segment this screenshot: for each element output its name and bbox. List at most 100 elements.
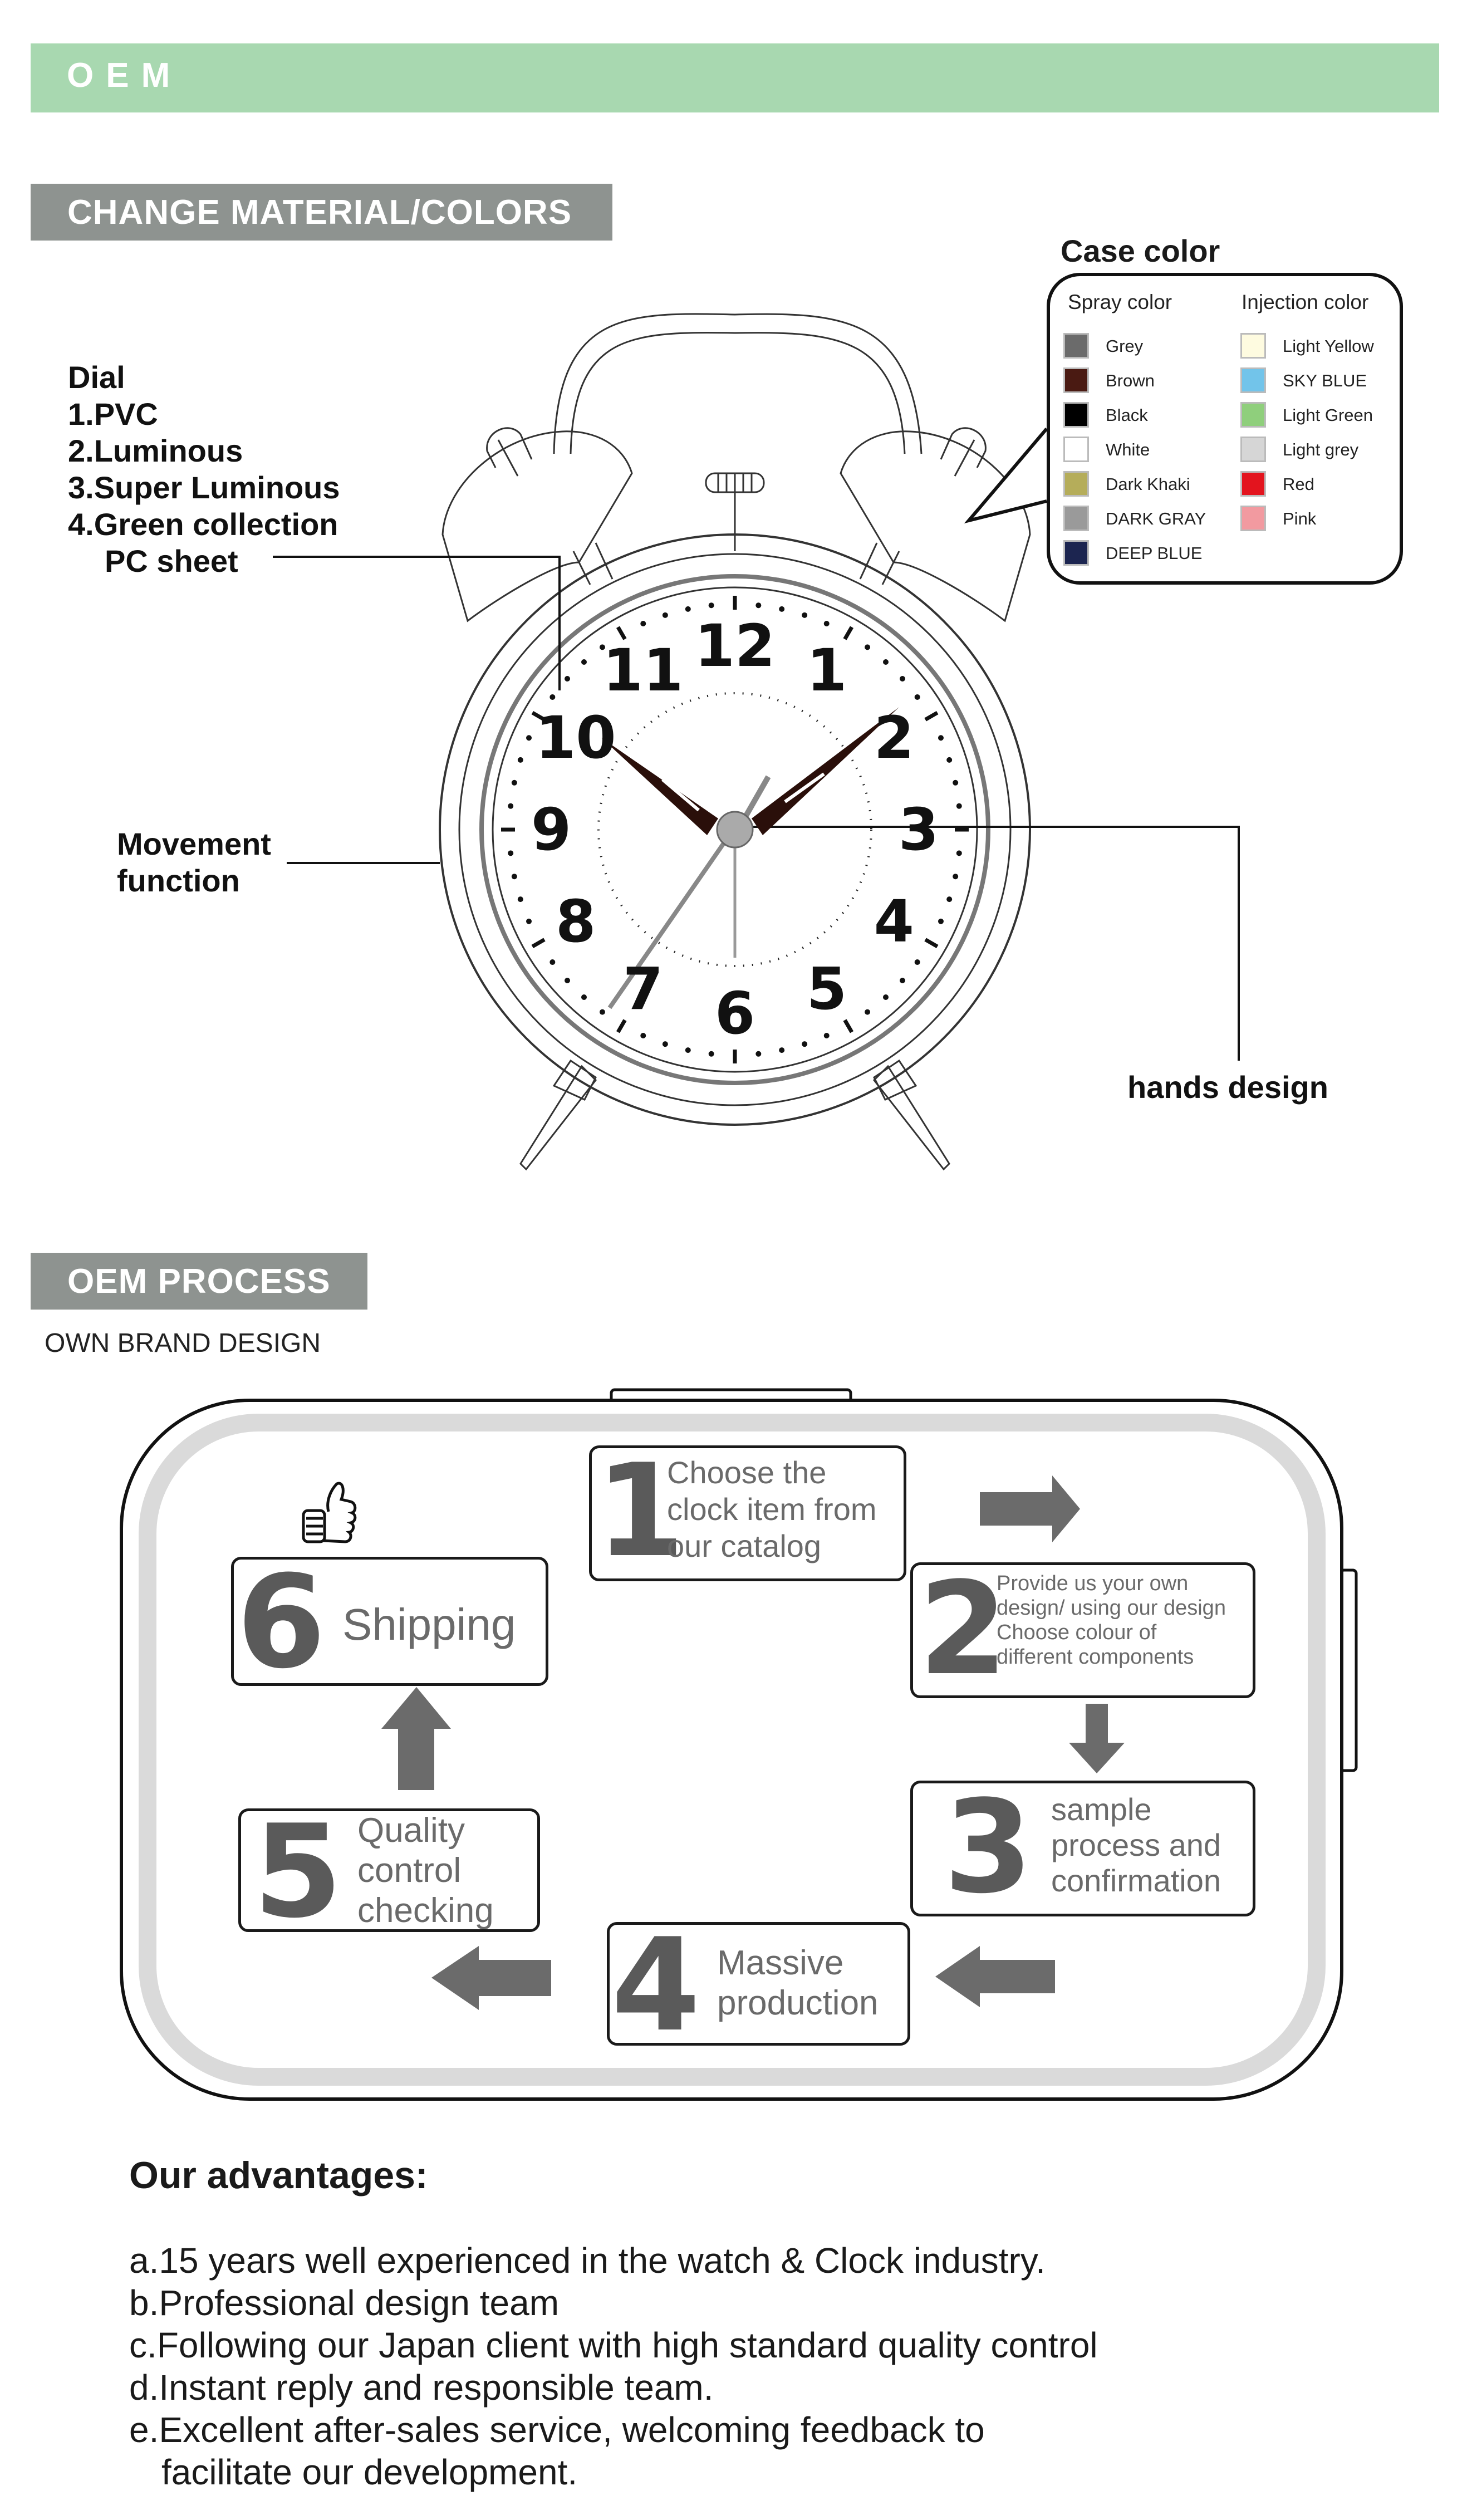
spray-color-label: DEEP BLUE (1106, 543, 1203, 563)
injection-color-swatch (1240, 402, 1266, 428)
step-3-line: confirmation (1051, 1863, 1221, 1898)
spray-color-label: White (1106, 440, 1150, 459)
step-6-text: Shipping (342, 1600, 516, 1649)
step-1-line: Choose the (667, 1455, 827, 1490)
minute-dot (685, 606, 691, 612)
minute-dot (956, 850, 962, 856)
dial-option-pc-sheet: PC sheet (105, 543, 238, 578)
minute-dot (508, 850, 514, 856)
step-1-number: 1 (596, 1437, 685, 1586)
step-2-number: 2 (919, 1555, 1008, 1704)
minute-dot (802, 1041, 808, 1047)
minute-dots (501, 596, 969, 1063)
injection-color-swatch (1240, 471, 1266, 497)
advantage-item: d.Instant reply and responsible team. (129, 2367, 714, 2408)
dial-option-luminous: 2.Luminous (68, 433, 243, 468)
numeral-3: 3 (898, 796, 939, 864)
spray-color-label: Dark Khaki (1106, 474, 1190, 494)
advantage-item: e.Excellent after-sales service, welcomi… (129, 2410, 985, 2450)
spray-color-swatch (1063, 540, 1089, 566)
numeral-11: 11 (602, 636, 684, 705)
process-step-5 (238, 1808, 540, 1932)
section-header-materials: CHANGE MATERIAL/COLORS (31, 184, 612, 241)
minute-dot (640, 1032, 646, 1038)
minute-dot (946, 896, 953, 903)
minute-dot (953, 874, 959, 880)
numeral-8: 8 (556, 888, 596, 955)
step-4-text: Massive production (717, 1943, 879, 2023)
spray-color-swatch (1063, 333, 1089, 359)
injection-color-swatch (1240, 437, 1266, 462)
movement-label-line2: function (117, 863, 240, 898)
step-4-line: production (717, 1984, 879, 2022)
minute-dot (565, 977, 571, 983)
minute-dot (899, 977, 905, 983)
hour-tick (924, 938, 939, 949)
hour-tick (531, 710, 546, 722)
header-title: OEM (67, 56, 183, 95)
minute-dot (508, 803, 514, 809)
minute-dot (511, 874, 517, 880)
minute-dot (823, 1032, 830, 1038)
numeral-4: 4 (874, 888, 914, 955)
movement-label-line1: Movement (117, 826, 271, 861)
step-4-number: 4 (611, 1911, 701, 2060)
step-2-line: different components (997, 1645, 1194, 1669)
injection-color-label: Light grey (1283, 440, 1359, 459)
section-header-oem-process: OEM PROCESS (31, 1253, 367, 1310)
process-step-2 (910, 1562, 1255, 1698)
advantage-item: a.15 years well experienced in the watch… (129, 2240, 1046, 2281)
minute-dot (779, 1047, 785, 1053)
step-3-line: sample (1051, 1792, 1152, 1827)
minute-dot (517, 896, 523, 903)
spray-color-label: Black (1106, 405, 1148, 425)
step-2-line: Provide us your own (997, 1572, 1189, 1595)
injection-color-label: Light Green (1283, 405, 1373, 425)
minute-dot (526, 918, 532, 924)
minute-dot (946, 757, 953, 763)
process-step-1 (589, 1445, 906, 1581)
dial-option-green-collection: 4.Green collection (68, 507, 338, 542)
advantages-title: Our advantages: (129, 2154, 428, 2197)
minute-dot (865, 1009, 871, 1015)
dial-option-super-luminous: 3.Super Luminous (68, 470, 340, 505)
process-step-6 (231, 1557, 548, 1686)
advantage-item: b.Professional design team (129, 2283, 559, 2323)
minute-dot (938, 735, 944, 741)
injection-color-label: Light Yellow (1283, 336, 1374, 356)
case-color-title: Case color (1061, 233, 1220, 268)
hands-design-label: hands design (1127, 1070, 1328, 1105)
injection-color-label: SKY BLUE (1283, 371, 1367, 390)
injection-color-swatch (1240, 506, 1266, 531)
clock-hands (601, 707, 899, 1009)
numeral-12: 12 (694, 612, 776, 680)
spray-color-header: Spray color (1068, 291, 1172, 313)
minute-dot (914, 959, 920, 965)
minute-dot (755, 602, 762, 609)
numeral-6: 6 (714, 979, 755, 1047)
dial-label: Dial (68, 360, 125, 395)
spray-color-swatch (1063, 402, 1089, 428)
minute-dot (865, 644, 871, 650)
minute-dot (511, 779, 517, 786)
step-1-text: Choose the clock item from our catalog (667, 1454, 877, 1565)
minute-dot (599, 1009, 605, 1015)
injection-color-header: Injection color (1242, 291, 1369, 313)
hour-tick (531, 938, 546, 949)
header-banner (31, 43, 1439, 112)
numeral-7: 7 (622, 954, 664, 1023)
process-arrows (381, 1475, 1125, 2010)
minute-dot (581, 659, 587, 665)
minute-dot (953, 779, 959, 786)
minute-dot (526, 735, 532, 741)
injection-color-swatch (1240, 367, 1266, 393)
hour-tick (616, 626, 627, 640)
step-2-line: Choose colour of (997, 1621, 1157, 1644)
minute-dot (956, 803, 962, 809)
minute-dot (662, 612, 668, 618)
minute-dot (517, 757, 523, 763)
injection-color-label: Pink (1283, 509, 1317, 528)
advantage-item: c.Following our Japan client with high s… (129, 2325, 1098, 2365)
minute-dot (565, 676, 571, 682)
